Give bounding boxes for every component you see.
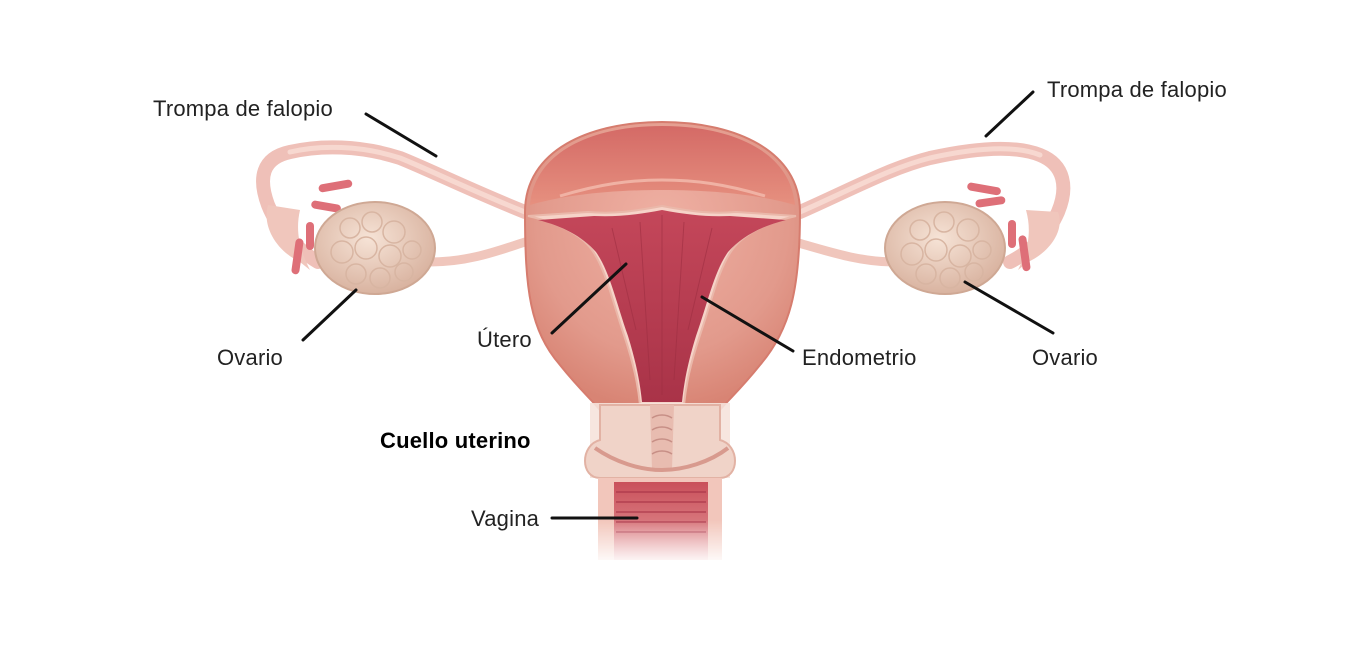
leader-line-uterus bbox=[550, 262, 628, 335]
label-cervix: Cuello uterino bbox=[380, 428, 531, 453]
uterus bbox=[523, 120, 802, 411]
uterine-fundus bbox=[530, 126, 795, 205]
leader-lines bbox=[301, 90, 1055, 520]
label-fallopian-tube-right: Trompa de falopio bbox=[1047, 77, 1227, 102]
label-ovary-left: Ovario bbox=[217, 345, 283, 370]
label-vagina: Vagina bbox=[471, 506, 540, 531]
label-endometrium: Endometrio bbox=[802, 345, 917, 370]
leader-line-tube-right bbox=[984, 90, 1035, 138]
leader-line-endometrium bbox=[700, 295, 795, 353]
vagina bbox=[590, 478, 730, 565]
leader-line-tube-left bbox=[364, 112, 438, 158]
leader-line-ovary-left bbox=[301, 288, 358, 342]
label-fallopian-tube-left: Trompa de falopio bbox=[153, 96, 333, 121]
leader-line-ovary-right bbox=[963, 280, 1055, 335]
ovary-right bbox=[884, 201, 1006, 295]
ovarian-ligament-right bbox=[790, 237, 900, 267]
label-ovary-right: Ovario bbox=[1032, 345, 1098, 370]
cervix bbox=[584, 404, 736, 479]
ovarian-ligament-left bbox=[425, 237, 530, 267]
ovary-left bbox=[314, 201, 436, 295]
label-uterus: Útero bbox=[477, 327, 532, 352]
